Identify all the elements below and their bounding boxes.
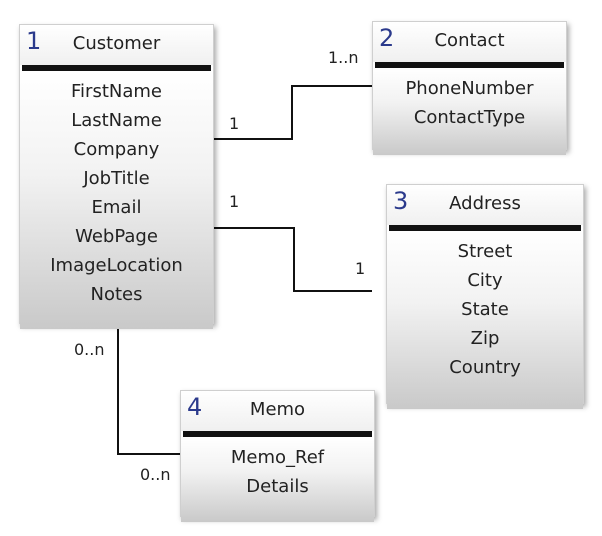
customer-entity-title: Customer xyxy=(72,33,161,54)
memo-entity-header: 4 Memo xyxy=(181,391,374,431)
cardinality-customer-contact-left: 1 xyxy=(229,114,240,133)
attribute-city: City xyxy=(467,270,503,291)
attribute-lastname: LastName xyxy=(71,110,162,131)
attribute-notes: Notes xyxy=(90,284,143,305)
cardinality-customer-memo-top: 0..n xyxy=(74,340,105,359)
customer-memo-line xyxy=(117,324,180,455)
attribute-email: Email xyxy=(91,197,142,218)
memo-attribute-list: Memo_Ref Details xyxy=(181,437,374,522)
cardinality-customer-memo-bottom: 0..n xyxy=(140,465,171,484)
memo-entity-title: Memo xyxy=(249,399,306,420)
memo-entity-divider xyxy=(183,431,372,437)
customer-entity[interactable]: 1 Customer FirstName LastName Company Jo… xyxy=(19,24,214,329)
attribute-details: Details xyxy=(246,476,309,497)
address-entity-title: Address xyxy=(449,193,521,214)
attribute-phonenumber: PhoneNumber xyxy=(405,78,534,99)
attribute-imagelocation: ImageLocation xyxy=(50,255,183,276)
contact-entity-header: 2 Contact xyxy=(373,22,566,62)
address-entity[interactable]: 3 Address Street City State Zip Country xyxy=(386,184,584,409)
memo-entity-number: 4 xyxy=(187,393,203,421)
attribute-memo-ref: Memo_Ref xyxy=(230,447,325,468)
cardinality-customer-contact-right: 1..n xyxy=(328,48,359,67)
address-entity-divider xyxy=(389,225,581,231)
attribute-street: Street xyxy=(457,241,513,262)
address-entity-header: 3 Address xyxy=(387,185,583,225)
contact-entity-title: Contact xyxy=(434,30,505,51)
customer-address-line xyxy=(213,227,372,292)
contact-entity-divider xyxy=(375,62,564,68)
memo-entity[interactable]: 4 Memo Memo_Ref Details xyxy=(180,390,375,522)
address-entity-number: 3 xyxy=(393,187,409,215)
contact-entity-number: 2 xyxy=(379,24,395,52)
attribute-jobtitle: JobTitle xyxy=(83,168,150,189)
customer-entity-number: 1 xyxy=(26,27,42,55)
address-attribute-list: Street City State Zip Country xyxy=(387,231,583,409)
attribute-state: State xyxy=(461,299,509,320)
cardinality-customer-address-left: 1 xyxy=(229,192,240,211)
contact-entity[interactable]: 2 Contact PhoneNumber ContactType xyxy=(372,21,567,155)
attribute-country: Country xyxy=(449,357,521,378)
attribute-firstname: FirstName xyxy=(71,81,162,102)
contact-attribute-list: PhoneNumber ContactType xyxy=(373,68,566,155)
attribute-webpage: WebPage xyxy=(75,226,158,247)
customer-contact-line xyxy=(213,85,372,140)
attribute-company: Company xyxy=(73,139,160,160)
attribute-zip: Zip xyxy=(470,328,500,349)
cardinality-customer-address-right: 1 xyxy=(355,259,366,278)
customer-entity-header: 1 Customer xyxy=(20,25,213,65)
customer-attribute-list: FirstName LastName Company JobTitle Emai… xyxy=(20,71,213,329)
attribute-contacttype: ContactType xyxy=(413,107,526,128)
customer-entity-divider xyxy=(22,65,211,71)
